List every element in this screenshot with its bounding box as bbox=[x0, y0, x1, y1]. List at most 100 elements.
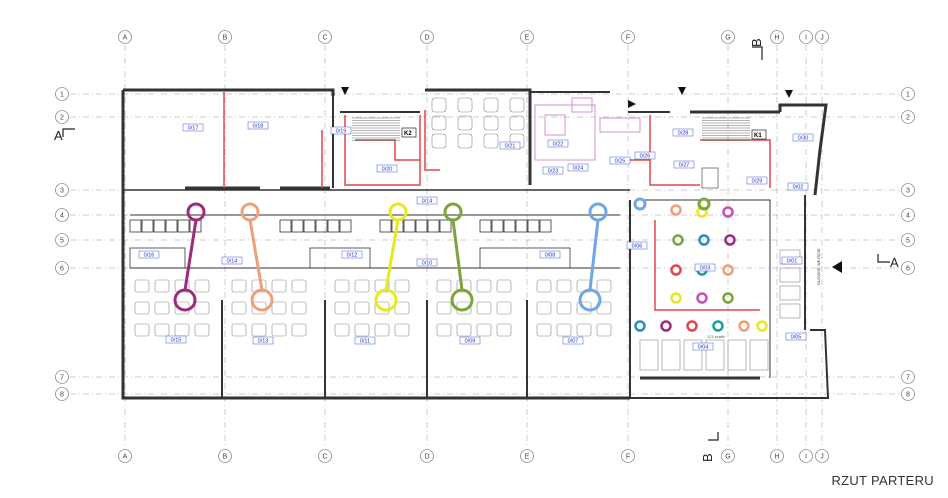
grid-column-label: A bbox=[123, 454, 128, 461]
table bbox=[436, 323, 452, 337]
color-circle bbox=[634, 320, 646, 332]
color-wheel bbox=[633, 197, 647, 211]
room-label-box bbox=[567, 163, 589, 172]
toilet-cabin bbox=[315, 219, 328, 233]
room-label-box bbox=[547, 139, 569, 148]
room-label: 0/29 bbox=[752, 179, 763, 185]
route-start-circle bbox=[588, 202, 608, 222]
shelf bbox=[661, 339, 681, 371]
table bbox=[291, 301, 307, 315]
grid-row-label: 4 bbox=[906, 213, 910, 220]
grid-column-bubble bbox=[218, 449, 232, 463]
table bbox=[231, 301, 247, 315]
table bbox=[374, 323, 390, 337]
room-label-box bbox=[781, 256, 803, 265]
toilet-cabin bbox=[129, 219, 142, 233]
grid-row-label: 8 bbox=[906, 392, 910, 399]
grid-row-bubble bbox=[55, 208, 69, 222]
room-label: 0/19 bbox=[336, 129, 347, 135]
grid-row-label: 6 bbox=[60, 266, 64, 273]
grid-column-bubble bbox=[520, 30, 534, 44]
entry-arrow-icon bbox=[678, 87, 686, 95]
toilet-cabin bbox=[403, 219, 416, 233]
grid-column-bubble bbox=[815, 449, 829, 463]
grid-column-label: C bbox=[322, 35, 327, 42]
color-circle bbox=[724, 234, 736, 246]
table bbox=[154, 301, 170, 315]
table bbox=[271, 279, 287, 293]
grid-column-label: D bbox=[424, 454, 429, 461]
room-label: 0/27 bbox=[679, 163, 690, 169]
grid-column-bubble bbox=[118, 449, 132, 463]
table bbox=[476, 301, 492, 315]
route-line bbox=[588, 219, 600, 291]
toilet-cabin bbox=[291, 219, 304, 233]
color-circle bbox=[672, 234, 684, 246]
section-b-top: B bbox=[749, 38, 764, 47]
table bbox=[231, 323, 247, 337]
room-label: 0/02 bbox=[793, 185, 804, 191]
room-label-box bbox=[542, 166, 564, 175]
route-line bbox=[248, 219, 264, 291]
table bbox=[483, 97, 499, 113]
room-label: 0/03 bbox=[700, 266, 711, 272]
grid-column-bubble bbox=[420, 449, 434, 463]
stairs bbox=[352, 117, 750, 141]
room-label-box bbox=[673, 160, 695, 169]
grid-column-label: E bbox=[525, 454, 530, 461]
table bbox=[431, 133, 447, 149]
room-label: 0/06 bbox=[632, 244, 643, 250]
entry-arrow-icon bbox=[341, 87, 349, 95]
table bbox=[271, 323, 287, 337]
grid-column-label: J bbox=[820, 454, 824, 461]
room-label-box bbox=[626, 241, 648, 250]
room-label: 0/18 bbox=[253, 124, 264, 130]
shelf bbox=[749, 339, 769, 371]
entry-arrow-icon bbox=[785, 90, 793, 98]
color-circle bbox=[712, 320, 724, 332]
table bbox=[431, 115, 447, 131]
table bbox=[476, 323, 492, 337]
route-end-circle bbox=[578, 288, 602, 312]
grid-column-bubble bbox=[621, 30, 635, 44]
room-label: 0/14 bbox=[227, 259, 238, 265]
table bbox=[476, 279, 492, 293]
grid-row-label: 2 bbox=[60, 115, 64, 122]
toilet-cabin bbox=[303, 219, 316, 233]
table bbox=[596, 323, 612, 337]
table bbox=[536, 323, 552, 337]
room-label-box bbox=[221, 256, 243, 265]
table bbox=[457, 115, 473, 131]
room-label-box bbox=[692, 342, 714, 351]
color-circle bbox=[670, 264, 682, 276]
grid-row-label: 4 bbox=[60, 213, 64, 220]
toilet-block bbox=[479, 247, 571, 269]
grid-row-bubble bbox=[901, 87, 915, 101]
table bbox=[291, 323, 307, 337]
grid-row-bubble bbox=[55, 183, 69, 197]
room-label-box bbox=[341, 250, 363, 259]
route-end-circle bbox=[173, 288, 197, 312]
room-label-box bbox=[672, 128, 694, 137]
building-walls bbox=[121, 88, 830, 400]
grid-column-label: B bbox=[223, 35, 228, 42]
color-circle bbox=[660, 320, 672, 332]
shelving bbox=[639, 167, 801, 371]
grid-column-bubble bbox=[318, 30, 332, 44]
grid-column-bubble bbox=[815, 30, 829, 44]
grid-row-bubble bbox=[901, 183, 915, 197]
red-walls bbox=[223, 92, 771, 311]
shelf bbox=[705, 339, 725, 371]
elevator bbox=[701, 167, 719, 189]
room-label: 0/13 bbox=[258, 339, 269, 345]
table bbox=[436, 279, 452, 293]
room-label-box bbox=[792, 133, 814, 142]
section-b-bottom: B bbox=[700, 453, 715, 462]
room-label: 0/11 bbox=[360, 339, 370, 345]
table bbox=[394, 323, 410, 337]
section-markers: A A B B bbox=[54, 38, 899, 462]
grid-row-bubble bbox=[55, 370, 69, 384]
toilet-block bbox=[309, 247, 371, 269]
room-label-box bbox=[562, 336, 584, 345]
grid-column-label: F bbox=[626, 35, 630, 42]
